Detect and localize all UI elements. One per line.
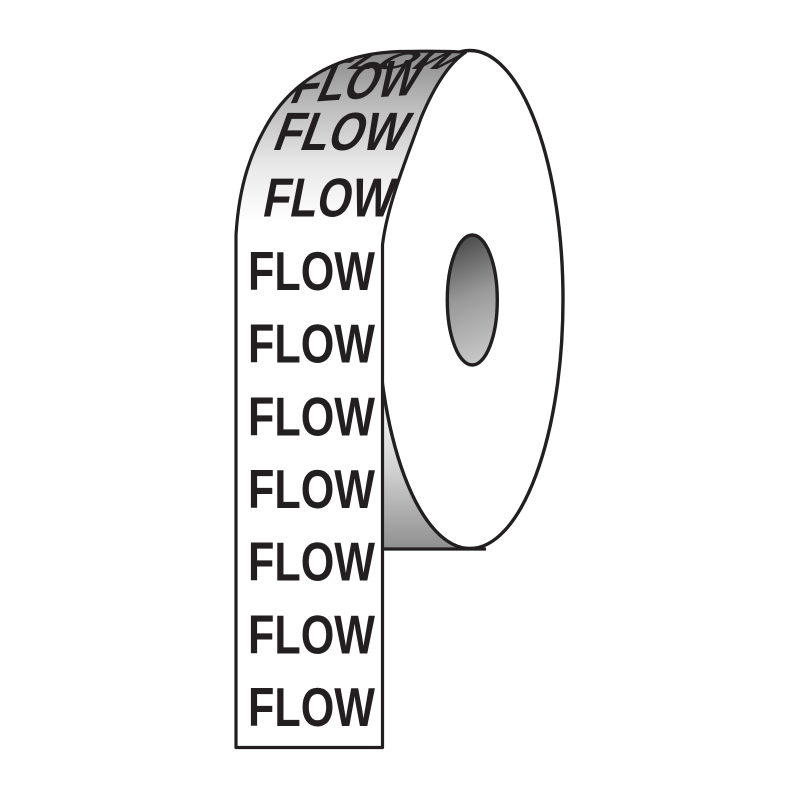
- flow-label: FLOW: [259, 167, 401, 228]
- flow-label: FLOW: [248, 458, 375, 520]
- core-hole: [445, 233, 499, 367]
- flow-label: FLOW: [248, 603, 375, 665]
- flow-label: FLOW: [248, 313, 375, 375]
- flow-label: FLOW: [267, 102, 419, 162]
- roll-side-shading: [382, 384, 470, 549]
- flow-label: FLOW: [248, 676, 375, 738]
- flow-labels: FLOW FLOW FLOW FLOW FLOW FLOW FLOW FLOW …: [248, 51, 466, 738]
- flow-label: FLOW: [248, 531, 375, 593]
- flow-label: FLOW: [248, 385, 375, 447]
- flow-label: FLOW: [248, 240, 375, 302]
- flow-labels-curved: FLOW FLOW FLOW FLOW: [259, 51, 466, 228]
